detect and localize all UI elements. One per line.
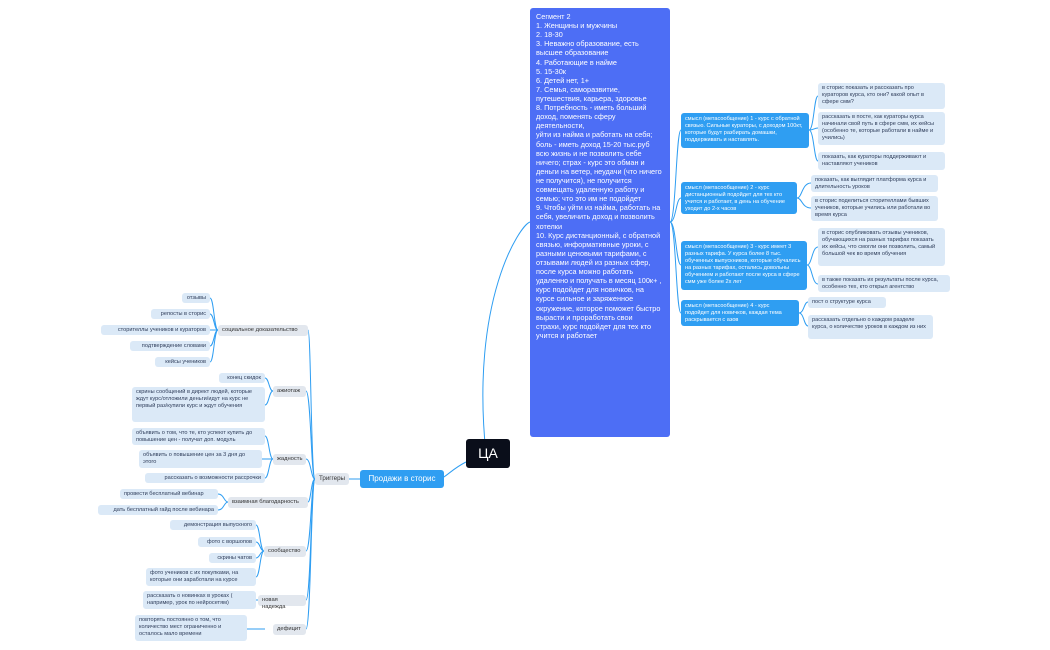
trigger-leaf[interactable]: скрины чатов (209, 553, 256, 563)
message-2-idea-1[interactable]: показать, как выглядит платформа курса и… (811, 175, 938, 192)
trigger-leaf[interactable]: сторителлы учеников и кураторов (101, 325, 210, 335)
trigger-leaf[interactable]: отзывы (182, 293, 210, 303)
message-3-idea-1[interactable]: в сторис опубликовать отзывы учеников, о… (818, 228, 945, 266)
segment-line: 7. Семья, саморазвитие, путешествия, кар… (536, 84, 647, 103)
trigger-leaf[interactable]: рассказать о новинках в уроках ( наприме… (143, 591, 256, 609)
segment-line: всю жизнь и не позволить себе ничего; ст… (536, 148, 662, 185)
trigger-group-social-proof[interactable]: социальное доказательство (218, 325, 308, 336)
segment-line: хотелки (536, 221, 563, 231)
triggers-node[interactable]: Триггеры (315, 473, 349, 485)
trigger-leaf[interactable]: конец скидок (219, 373, 265, 383)
segment-line: 10. Курс дистанционный, с обратной связь… (536, 230, 662, 286)
trigger-group-new-hope[interactable]: новая надежда (258, 595, 306, 610)
trigger-leaf[interactable]: подтверждение словами (130, 341, 210, 351)
trigger-group-community[interactable]: сообщество (264, 546, 306, 557)
trigger-leaf[interactable]: объявить о том, что те, кто успеют купит… (132, 428, 265, 445)
segment-line: Сегмент 2 (536, 12, 571, 21)
segment-line: совмещать удаленную работу и семью; что … (536, 185, 645, 204)
trigger-leaf[interactable]: фото учеников с их покупками, на которые… (146, 568, 256, 586)
segment-line: уйти из найма и работать на себя; боль -… (536, 130, 653, 149)
message-1-idea-2[interactable]: рассказать в посте, как кураторы курса н… (818, 112, 945, 145)
trigger-group-reciprocity[interactable]: взаимная благодарность (228, 497, 308, 508)
trigger-leaf[interactable]: скрины сообщений в директ людей, которые… (132, 387, 265, 422)
trigger-leaf[interactable]: демонстрация выпускного (170, 520, 256, 530)
trigger-leaf[interactable]: провести бесплатный вебинар (120, 489, 218, 499)
trigger-leaf[interactable]: повторять постоянно о том, что количеств… (135, 615, 247, 641)
segment-line: 5. 15-30к (536, 66, 566, 76)
trigger-group-greed[interactable]: жадность (273, 454, 306, 465)
central-node[interactable]: ЦА (466, 439, 510, 468)
message-1-idea-1[interactable]: в сторис показать и рассказать про курат… (818, 83, 945, 109)
trigger-leaf[interactable]: рассказать о возможности рассрочки (145, 473, 265, 483)
trigger-leaf[interactable]: репосты в сторис (151, 309, 210, 319)
message-node-2[interactable]: смысл (метасообщение) 2 - курс дистанцио… (681, 182, 797, 214)
trigger-group-scarcity[interactable]: дефицит (273, 624, 306, 635)
segment-line: страхи, курс подойдет для тех кто учится… (536, 321, 652, 340)
segment-line: 4. Работающие в найме (536, 57, 617, 67)
message-4-idea-1[interactable]: пост о структуре курса (808, 297, 886, 308)
message-node-1[interactable]: смысл (метасообщение) 1 - курс с обратно… (681, 113, 809, 148)
segment-line: 6. Детей нет, 1+ (536, 75, 590, 85)
message-3-idea-2[interactable]: в также показать их результаты после кур… (818, 275, 950, 292)
message-1-idea-3[interactable]: показать, как кураторы поддерживают и на… (818, 152, 945, 170)
trigger-leaf[interactable]: кейсы учеников (155, 357, 210, 367)
segment-line: 2. 18-30 (536, 30, 563, 40)
trigger-leaf[interactable]: дать бесплатный гайд после вебинара (98, 505, 218, 515)
segment-line: 8. Потребность - иметь больший доход, по… (536, 103, 647, 131)
message-node-3[interactable]: смысл (метасообщение) 3 - курс имеет 3 р… (681, 241, 807, 290)
message-4-idea-2[interactable]: рассказать отдельно о каждом разделе кур… (808, 315, 933, 339)
sales-in-stories-node[interactable]: Продажи в сторис (360, 470, 444, 488)
trigger-group-hype[interactable]: ажиотаж (273, 386, 306, 397)
segment-line: 3. Неважно образование, есть высшее обра… (536, 39, 639, 58)
segment-line: 1. Женщины и мужчины (536, 21, 618, 31)
message-2-idea-2[interactable]: в сторис поделиться сторителлами бывших … (811, 196, 938, 221)
trigger-leaf[interactable]: объявить о повышение цен за 3 дня до это… (139, 450, 262, 468)
segment-line: курс подойдет для новичков, на курсе сил… (536, 285, 661, 322)
trigger-leaf[interactable]: фото с воршопов (198, 537, 256, 547)
segment-line: 9. Чтобы уйти из найма, работать на себя… (536, 203, 661, 222)
message-node-4[interactable]: смысл (метасообщение) 4 - курс подойдет … (681, 300, 799, 326)
